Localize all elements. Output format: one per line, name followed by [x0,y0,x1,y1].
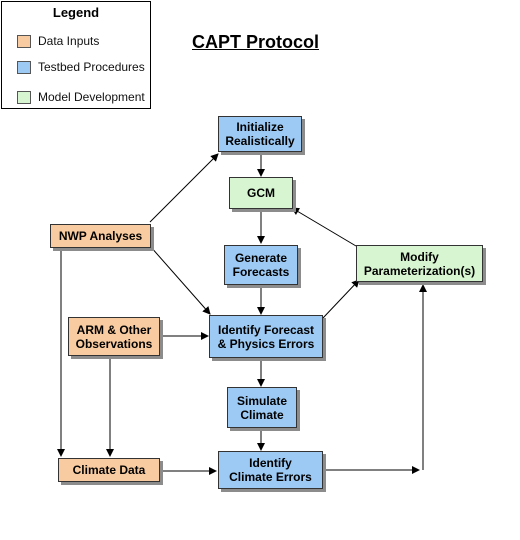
legend-item-data-inputs: Data Inputs [17,33,99,49]
legend-swatch-testbed-procedures [17,60,31,74]
node-nwp-analyses: NWP Analyses [50,224,151,248]
node-identify-climate-errors: Identify Climate Errors [218,451,323,489]
legend-label-testbed-procedures: Testbed Procedures [38,60,145,74]
arrow-nwp-to-identify-forecast [149,245,211,315]
arrow-nwp-to-initialize [149,153,219,223]
node-arm-observations: ARM & Other Observations [68,317,160,356]
legend: Legend Data Inputs Testbed Procedures Mo… [1,1,151,109]
legend-item-testbed-procedures: Testbed Procedures [17,59,145,75]
node-gcm: GCM [229,177,293,209]
arrow-modify-to-gcm [291,207,357,247]
legend-item-model-development: Model Development [17,89,145,105]
arrow-identify-forecast-to-modify [322,279,360,319]
legend-swatch-model-development [17,90,31,104]
legend-label-model-development: Model Development [38,90,145,104]
page-title: CAPT Protocol [192,32,320,52]
legend-swatch-data-inputs [17,34,31,48]
legend-title: Legend [52,5,100,20]
node-identify-forecast-errors: Identify Forecast & Physics Errors [209,315,323,358]
node-modify-parameterizations: Modify Parameterization(s) [356,245,483,282]
node-generate-forecasts: Generate Forecasts [224,245,298,285]
node-simulate-climate: Simulate Climate [227,387,297,428]
node-climate-data: Climate Data [58,458,160,482]
node-initialize-realistically: Initialize Realistically [218,116,302,152]
legend-label-data-inputs: Data Inputs [38,34,100,48]
